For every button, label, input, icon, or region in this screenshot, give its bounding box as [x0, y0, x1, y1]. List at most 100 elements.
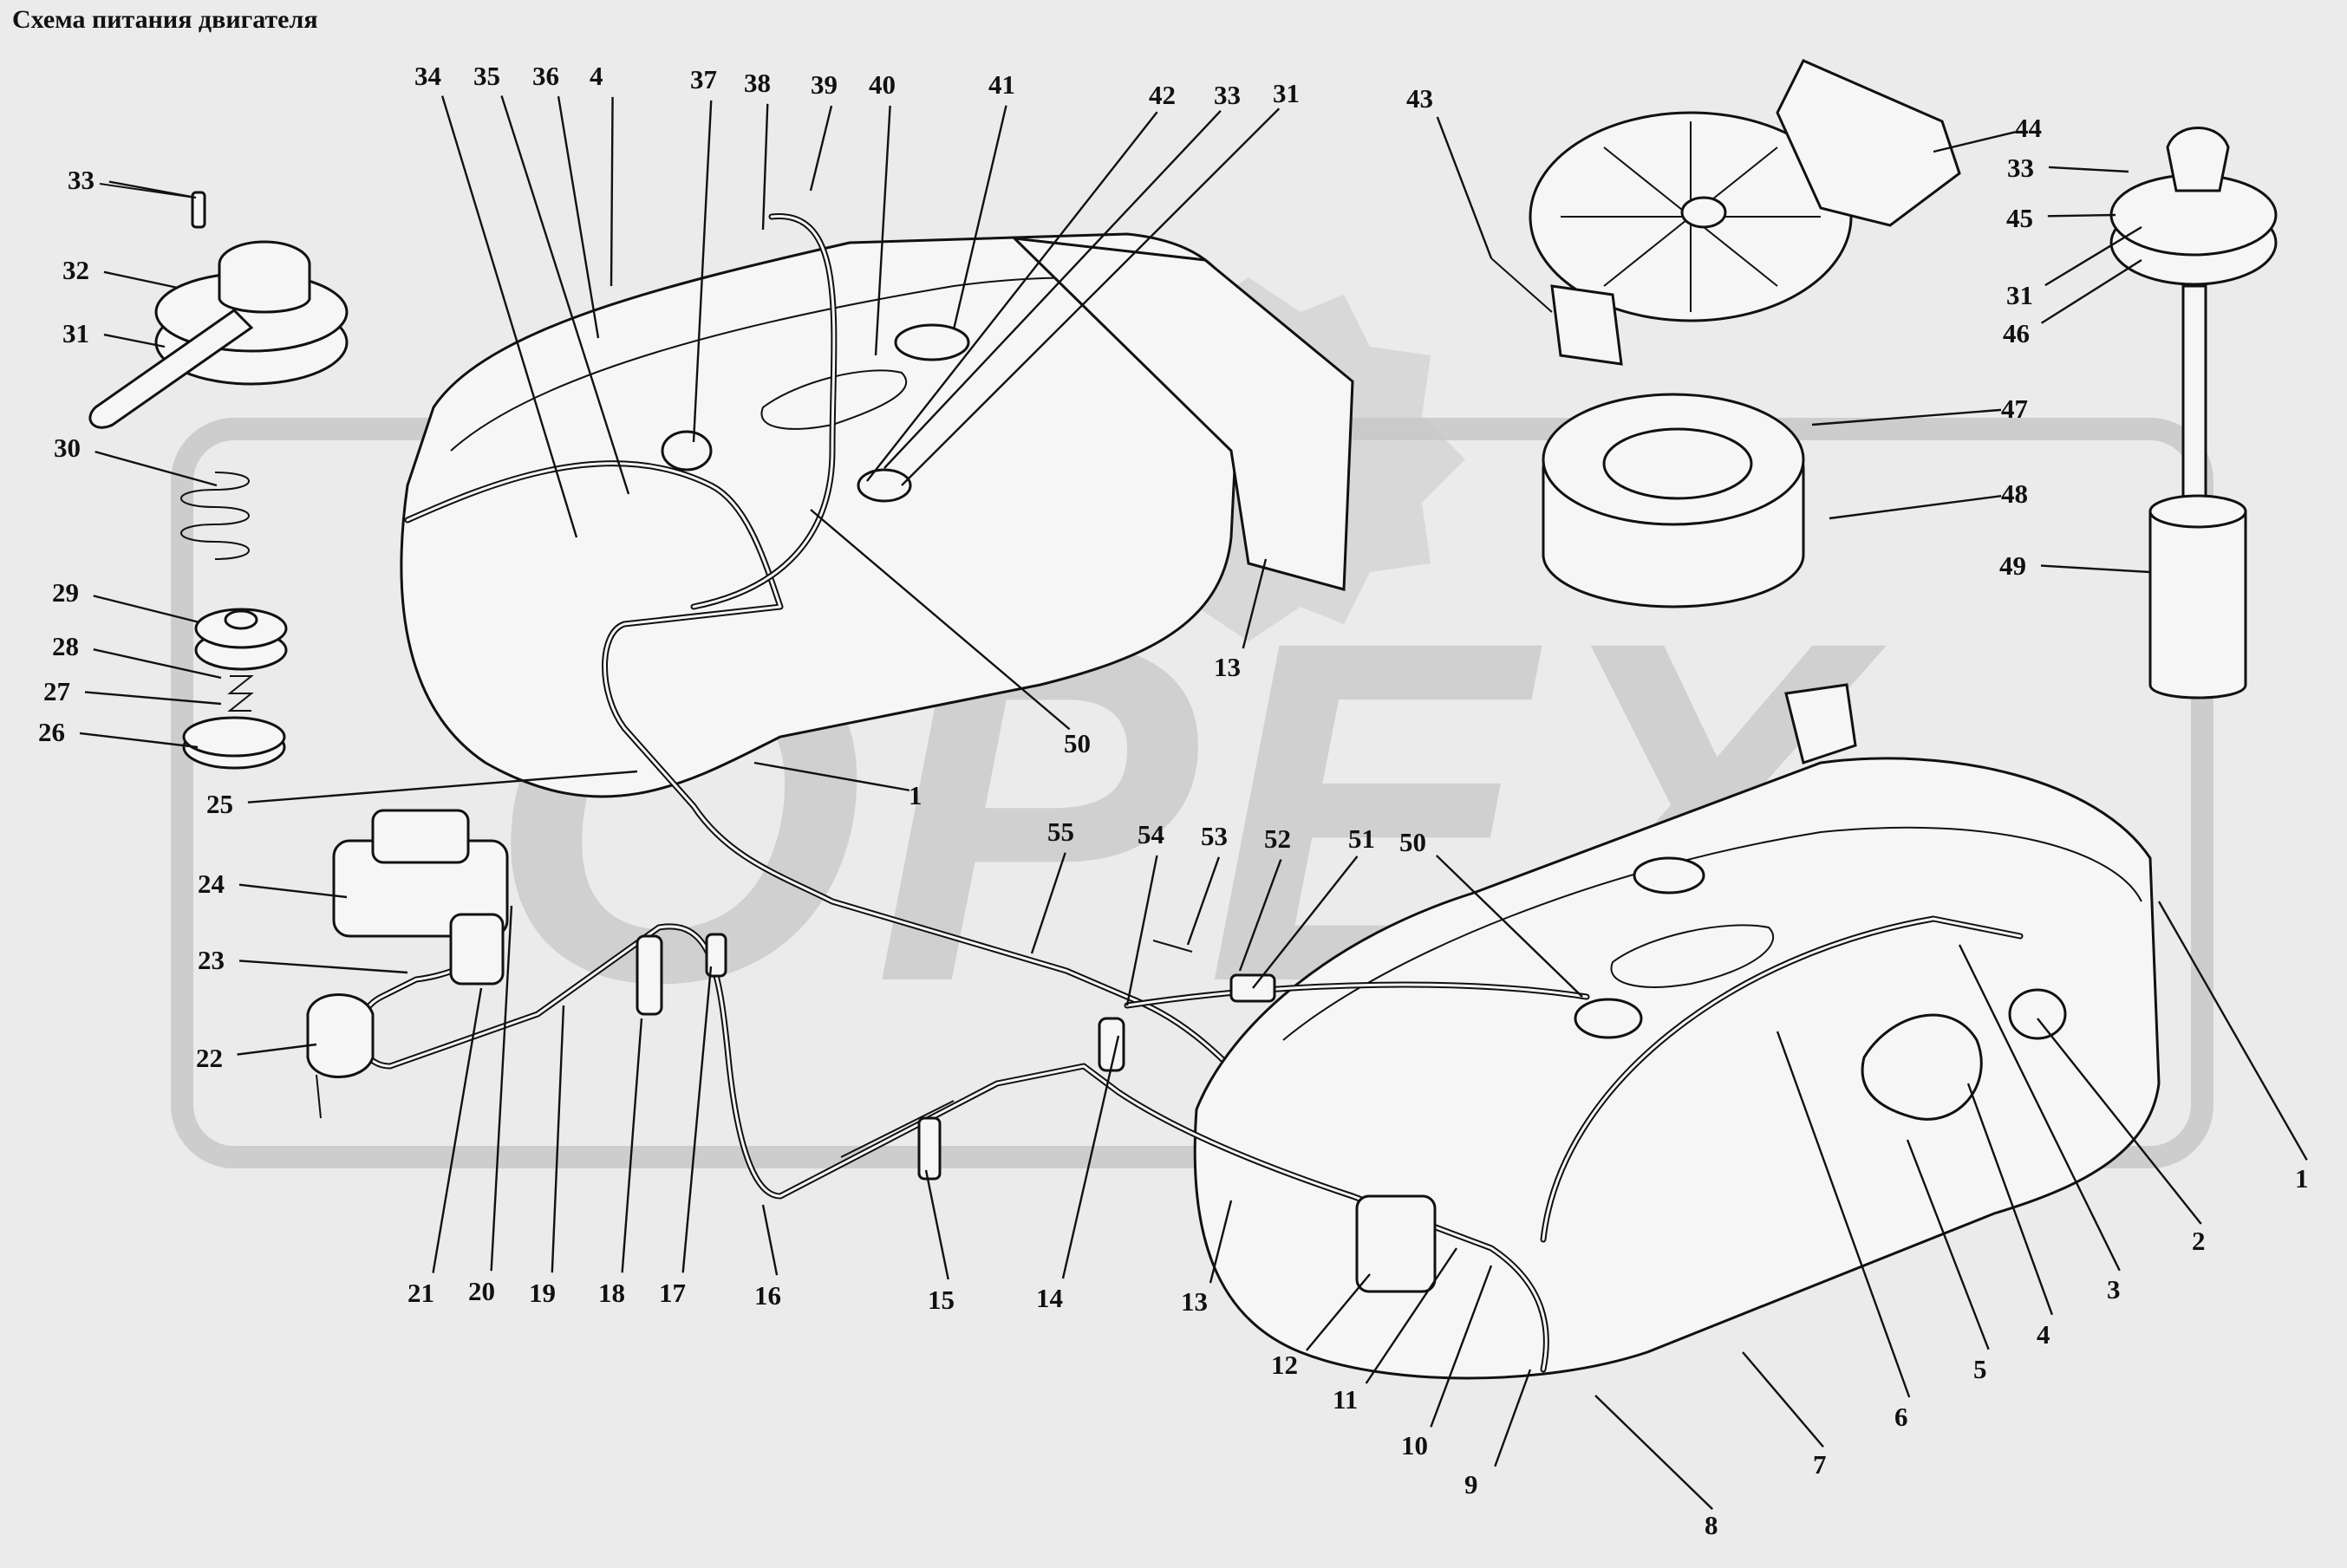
- callout-leader-l51: [1252, 856, 1359, 989]
- callout-leader-l44: [1933, 131, 2016, 153]
- callout-leader-l17: [681, 966, 713, 1273]
- callout-leader-l1b: [2157, 901, 2308, 1161]
- callout-leader-l6: [1776, 1031, 1911, 1398]
- callout-leader-l22: [237, 1043, 317, 1056]
- callout-leader-l50a: [810, 509, 1071, 731]
- valve-spring-group: [180, 472, 288, 770]
- callout-label-l40: 40: [869, 69, 896, 100]
- callout-label-l31c: 31: [2006, 280, 2033, 310]
- callout-label-l29: 29: [52, 577, 79, 608]
- callout-leader-l29: [93, 595, 200, 624]
- callout-leader-l49: [2040, 564, 2151, 574]
- callout-label-l25: 25: [206, 789, 233, 819]
- callout-leader-l14: [1061, 1035, 1120, 1279]
- callout-leader-l4b: [1966, 1083, 2054, 1316]
- callout-label-l50b: 50: [1399, 827, 1426, 857]
- page-title: Схема питания двигателя: [12, 5, 318, 34]
- callout-label-l31a: 31: [62, 318, 89, 348]
- callout-label-l24: 24: [198, 869, 225, 899]
- callout-leader-l34: [440, 95, 578, 538]
- sealing-ring: [1542, 393, 1805, 608]
- callout-leader-l18: [621, 1018, 643, 1273]
- callout-leader-l42: [866, 111, 1158, 482]
- callout-label-l13b: 13: [1181, 1286, 1208, 1317]
- callout-leader-l33a: [108, 180, 197, 199]
- callout-label-l34: 34: [414, 61, 441, 91]
- callout-leader-l46: [2040, 258, 2142, 324]
- callout-leader-l15: [924, 1169, 949, 1280]
- callout-leader-l20: [490, 905, 513, 1272]
- callout-leader-l26: [79, 732, 199, 749]
- callout-leader-l37: [692, 100, 713, 443]
- callout-label-l26: 26: [38, 717, 65, 747]
- callout-label-l2: 2: [2192, 1226, 2206, 1256]
- callout-leader-l35: [500, 95, 630, 495]
- callout-label-l14: 14: [1036, 1283, 1063, 1313]
- callout-label-l32: 32: [62, 255, 89, 285]
- callout-label-l9: 9: [1464, 1469, 1478, 1500]
- callout-label-l50a: 50: [1064, 728, 1091, 758]
- callout-leader-l3: [1958, 944, 2121, 1272]
- callout-leader-l21: [432, 987, 483, 1273]
- callout-label-l12: 12: [1271, 1350, 1298, 1380]
- callout-label-l13a: 13: [1214, 652, 1241, 682]
- callout-label-l23: 23: [198, 945, 225, 975]
- callout-label-l15: 15: [928, 1285, 955, 1315]
- callout-leader-l10: [1430, 1265, 1493, 1428]
- callout-leader-l16: [761, 1204, 779, 1276]
- callout-leader-l28: [93, 648, 222, 680]
- callout-leader-l31b: [901, 107, 1281, 486]
- callout-label-l38: 38: [744, 68, 771, 98]
- callout-label-l17: 17: [659, 1278, 686, 1308]
- fuel-line-lower: [356, 881, 2024, 1373]
- callout-label-l44: 44: [2015, 113, 2042, 143]
- fuel-pump-assembly: [306, 809, 509, 1119]
- callout-leader-l5: [1906, 1139, 1990, 1350]
- callout-label-l3: 3: [2107, 1274, 2121, 1304]
- callout-leader-l55: [1030, 852, 1066, 954]
- callout-leader-l33b: [883, 109, 1222, 469]
- callout-leader-l36: [557, 96, 600, 339]
- callout-label-l37: 37: [690, 64, 717, 94]
- callout-leader-l27: [84, 691, 222, 706]
- callout-leader-l31c: [2044, 225, 2142, 287]
- callout-label-l4a: 4: [590, 61, 603, 91]
- callout-label-l1b: 1: [2295, 1163, 2309, 1194]
- callout-leader-l47: [1811, 408, 2002, 426]
- callout-label-l7: 7: [1813, 1449, 1827, 1480]
- callout-leader-l32: [103, 270, 179, 290]
- callout-label-l41: 41: [988, 69, 1015, 100]
- callout-label-l52: 52: [1264, 823, 1291, 854]
- callout-label-l53: 53: [1201, 821, 1228, 851]
- callout-label-l31b: 31: [1273, 78, 1300, 108]
- callout-leader-l23: [238, 960, 408, 974]
- callout-leader-l52: [1238, 859, 1282, 972]
- callout-label-l16: 16: [754, 1280, 781, 1311]
- callout-leader-l45: [2047, 213, 2116, 218]
- callout-leader-l24: [238, 883, 348, 899]
- callout-label-l35: 35: [473, 61, 500, 91]
- callout-leader-l54: [1125, 855, 1158, 1006]
- fuel-intake-strainer: [2109, 127, 2278, 699]
- callout-label-l48: 48: [2001, 478, 2028, 509]
- callout-label-l4b: 4: [2037, 1319, 2050, 1350]
- callout-label-l39: 39: [811, 69, 838, 100]
- callout-leader-l11: [1365, 1247, 1457, 1384]
- callout-label-l21: 21: [407, 1278, 434, 1308]
- callout-label-l19: 19: [529, 1278, 556, 1308]
- callout-label-l33c: 33: [2007, 153, 2034, 183]
- callout-label-l8: 8: [1705, 1510, 1718, 1540]
- callout-leader-l2: [2037, 1018, 2202, 1225]
- callout-leader-l48: [1829, 494, 2002, 520]
- callout-leader-l9: [1494, 1369, 1532, 1467]
- callout-label-l55: 55: [1047, 817, 1074, 847]
- callout-label-l42: 42: [1149, 80, 1176, 110]
- callout-leader-l13b: [1209, 1200, 1233, 1284]
- callout-label-l30: 30: [54, 433, 81, 463]
- callout-label-l10: 10: [1401, 1430, 1428, 1461]
- callout-label-l43: 43: [1406, 83, 1433, 114]
- callout-label-l36: 36: [532, 61, 559, 91]
- callout-label-l28: 28: [52, 631, 79, 661]
